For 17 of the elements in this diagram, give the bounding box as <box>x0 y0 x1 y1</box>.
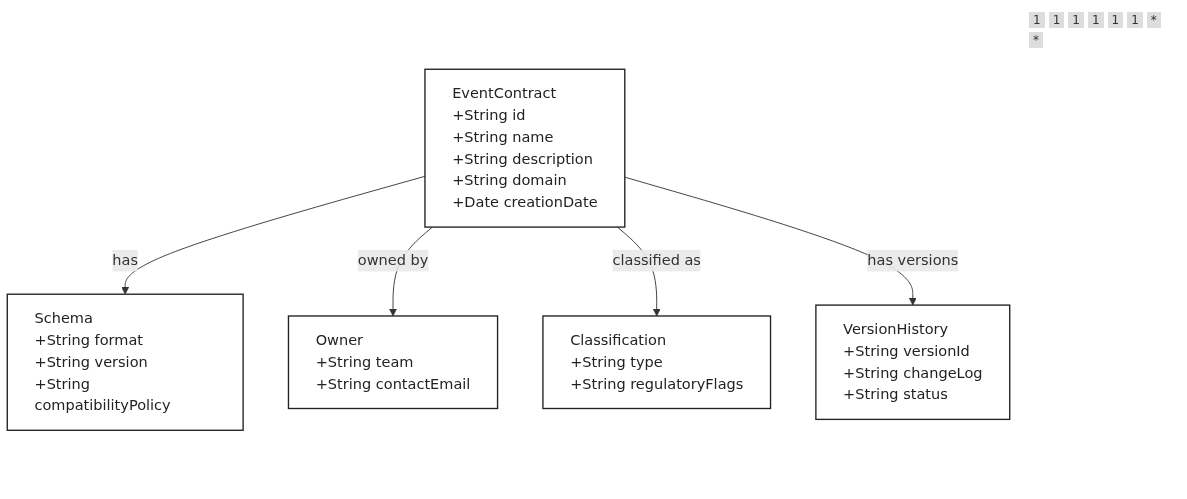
multiplicity-label: 1 <box>1087 12 1104 28</box>
edge-label: classified as <box>612 251 701 269</box>
node-box: Schema +String format +String version +String compatibilityPolicy <box>6 293 244 431</box>
multiplicity-label: * <box>1146 12 1161 28</box>
edge-label: has <box>112 251 139 269</box>
node-box: Owner +String team +String contactEmail <box>287 315 499 409</box>
multiplicity-label: 1 <box>1127 12 1143 28</box>
node-box: Classification +String type +String regulatoryFlags <box>542 315 772 409</box>
node-box: VersionHistory +String versionId +String changeLog +String status <box>815 304 1011 420</box>
multiplicity-label: * <box>1029 32 1043 48</box>
multiplicity-label: 1 <box>1029 12 1045 28</box>
edge-label: owned by <box>357 251 429 269</box>
multiplicity-label: 1 <box>1068 12 1084 28</box>
multiplicity-label: 1 <box>1107 12 1124 28</box>
edge-label: has versions <box>867 251 959 269</box>
multiplicity-label: 1 <box>1048 12 1065 28</box>
node-box: EventContract +String id +String name +String description +String domain +Date creationDate <box>424 68 626 228</box>
